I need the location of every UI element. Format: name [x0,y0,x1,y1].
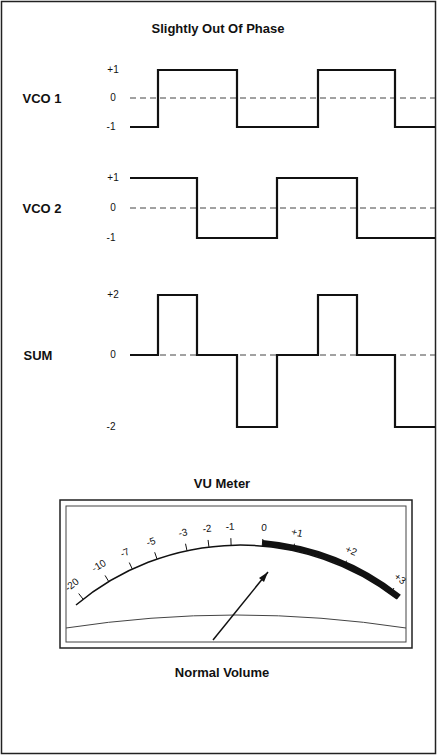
axis-value: -1 [107,122,116,132]
tick [390,588,394,594]
tick [186,544,187,551]
sum-wave [130,295,435,427]
meter-window [66,615,406,628]
meter-caption: VU Meter [194,477,250,490]
scale-number: +3 [393,572,408,587]
tick [129,563,132,569]
meter-caption: Normal Volume [175,666,269,679]
axis-value: -1 [107,233,116,243]
axis-value: -2 [107,422,116,432]
axis-value: 0 [110,203,116,213]
tick [293,544,294,551]
axis-value: 0 [110,93,116,103]
tick [79,594,83,600]
scale-number: -20 [63,576,81,593]
tick [105,575,109,581]
tick [344,561,347,567]
scale-number: -2 [202,524,212,535]
square-wave [130,178,435,238]
scale-number: +2 [344,544,358,558]
scale-number: -10 [91,558,109,574]
tick [262,539,264,546]
meter-housing [60,500,412,648]
zero-line [130,208,435,209]
scale-number: 0 [261,523,267,533]
red-zone-arc [263,543,400,597]
zero-line [130,98,435,99]
scale-number: -1 [226,522,235,532]
diagram-title: Slightly Out Of Phase [152,22,285,35]
axis-value: +1 [107,65,118,75]
scale-number: +1 [290,527,303,539]
tick [230,538,231,545]
scale-number: -3 [178,527,189,539]
axis-value: 0 [110,350,116,360]
axis-value: +2 [107,290,118,300]
square-wave [130,70,435,127]
signal-name: VCO 1 [22,92,61,105]
tick [155,552,157,559]
meter-face [66,506,406,642]
needle-tip [259,572,268,582]
axis-value: +1 [107,173,118,183]
tick [208,540,210,547]
signal-name: SUM [24,349,53,362]
scale-number: -5 [145,536,157,548]
meter-needle [213,572,268,640]
scale-number: -7 [118,546,130,559]
scale-ticks [79,538,394,599]
signal-name: VCO 2 [22,202,61,215]
